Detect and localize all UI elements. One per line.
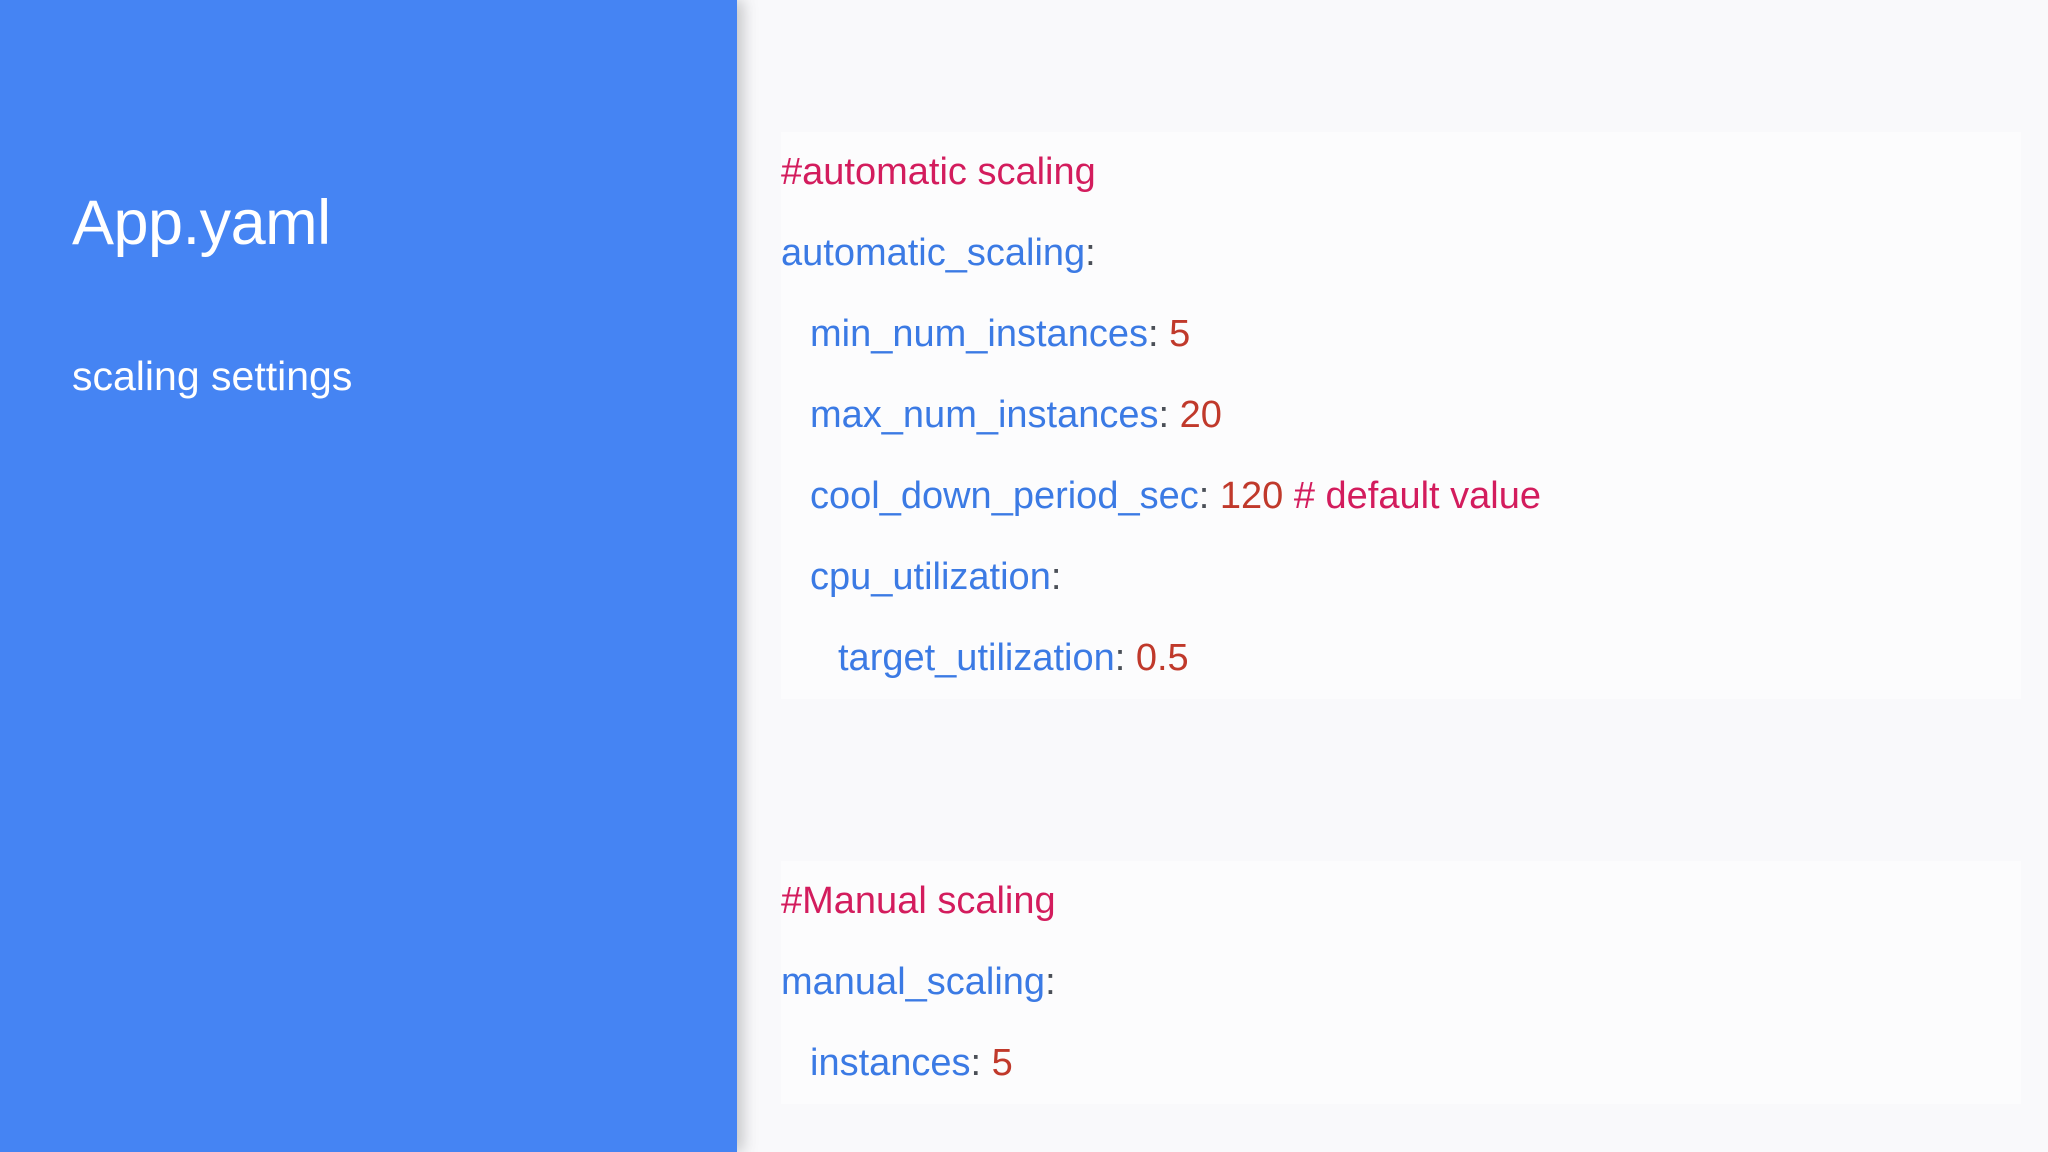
code-line: min_num_instances: 5 <box>781 294 2021 375</box>
code-token-value: 5 <box>1169 313 1191 355</box>
code-token-punct: : <box>1045 961 1056 1003</box>
page-subtitle: scaling settings <box>72 353 353 399</box>
code-line: instances: 5 <box>781 1023 2021 1104</box>
code-line-blank <box>781 780 2021 861</box>
code-token-space <box>1209 475 1220 517</box>
code-token-key: instances <box>810 1042 971 1084</box>
code-token-punct: : <box>1114 637 1126 679</box>
code-token-value: 5 <box>991 1042 1013 1084</box>
code-token-space <box>1169 394 1180 436</box>
code-token-space <box>1283 475 1294 517</box>
code-token-punct: : <box>1198 475 1210 517</box>
code-token-key: cpu_utilization <box>810 556 1051 598</box>
code-token-value: 0.5 <box>1135 637 1189 679</box>
code-token-punct: : <box>1085 232 1096 274</box>
code-token-space <box>1159 313 1170 355</box>
code-token-key: min_num_instances <box>810 313 1148 355</box>
code-token-value: 20 <box>1179 394 1222 436</box>
code-token-key: max_num_instances <box>810 394 1159 436</box>
code-token-punct: : <box>1050 556 1062 598</box>
code-line-blank <box>781 699 2021 780</box>
code-token-key: automatic_scaling <box>781 232 1086 274</box>
code-token-punct: : <box>1158 394 1170 436</box>
code-line: #automatic scaling <box>781 132 2021 213</box>
sidebar-panel: App.yaml scaling settings <box>0 0 737 1152</box>
code-line: #Manual scaling <box>781 861 2021 942</box>
code-token-space <box>1125 637 1136 679</box>
code-token-comment: #Manual scaling <box>781 880 1056 922</box>
code-token-punct: : <box>1147 313 1159 355</box>
code-token-key: manual_scaling <box>781 961 1046 1003</box>
page-title: App.yaml <box>72 188 331 258</box>
code-token-punct: : <box>970 1042 982 1084</box>
code-line: cool_down_period_sec: 120 # default valu… <box>781 456 2021 537</box>
code-line: manual_scaling: <box>781 942 2021 1023</box>
code-token-space <box>981 1042 992 1084</box>
code-token-comment: #automatic scaling <box>781 151 1096 193</box>
code-token-key: target_utilization <box>838 637 1115 679</box>
code-line: target_utilization: 0.5 <box>781 618 2021 699</box>
code-line: automatic_scaling: <box>781 213 2021 294</box>
code-token-value: 120 <box>1219 475 1284 517</box>
code-line: cpu_utilization: <box>781 537 2021 618</box>
code-token-comment: # default value <box>1293 475 1542 517</box>
code-token-key: cool_down_period_sec <box>810 475 1199 517</box>
code-line: max_num_instances: 20 <box>781 375 2021 456</box>
